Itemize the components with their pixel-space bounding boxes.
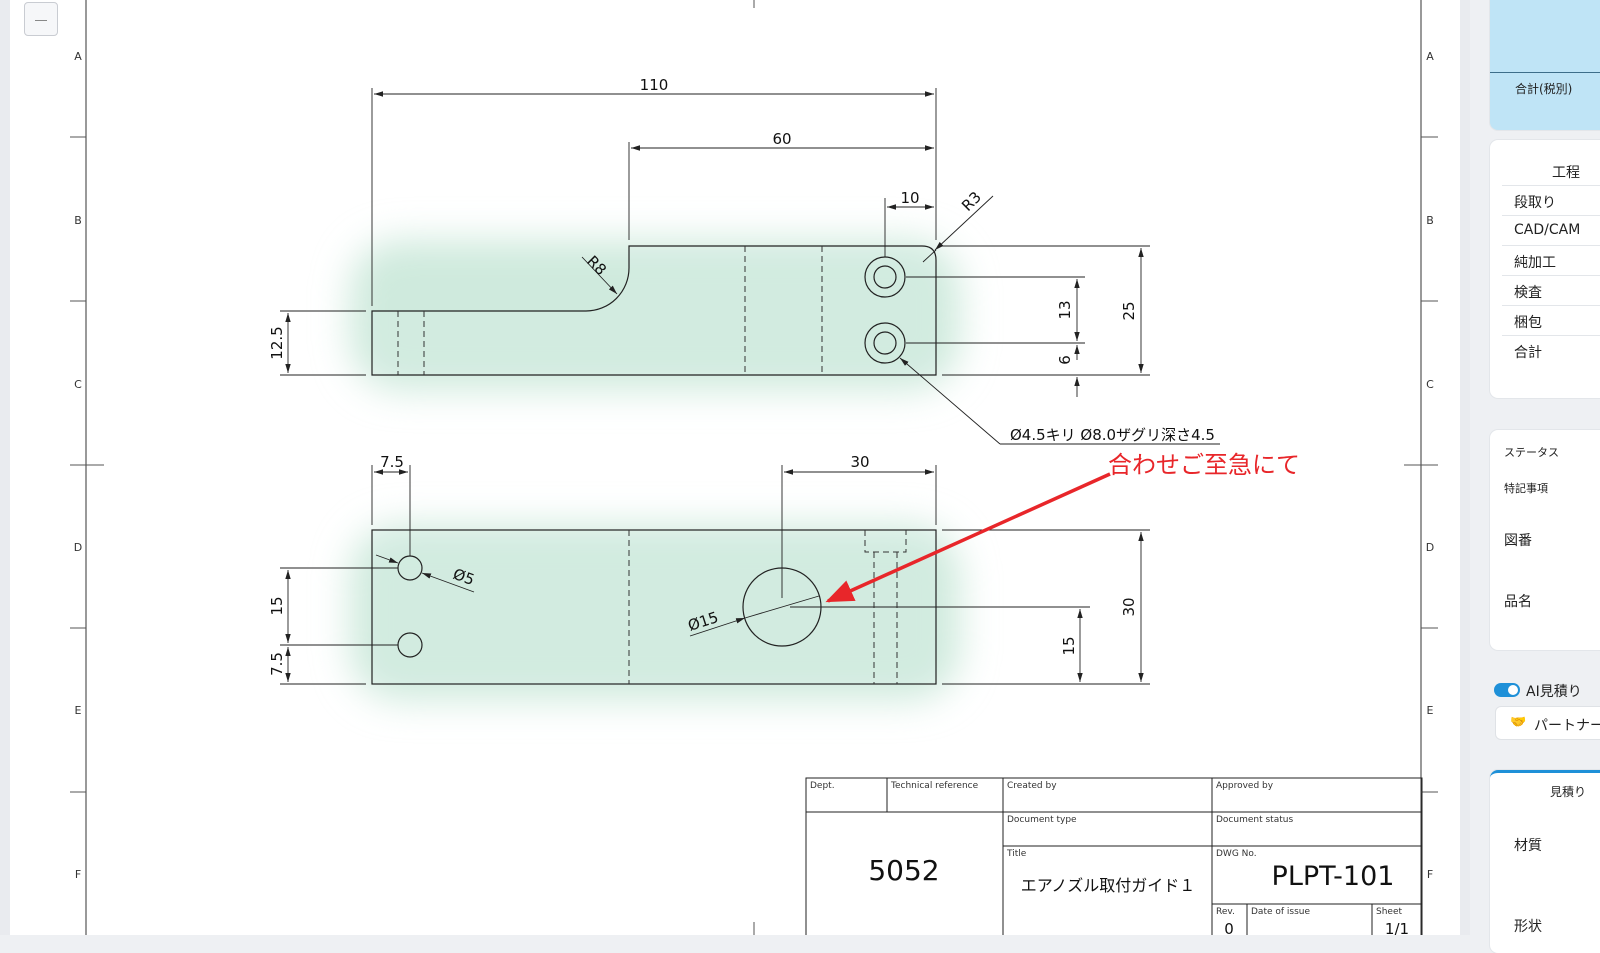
zone-label-left: A [74,50,82,63]
dim-30-right: 30 [1120,597,1138,616]
zoom-out-button[interactable] [24,2,58,36]
process-item: 検査 [1514,285,1542,301]
dim-110: 110 [640,76,669,94]
partner-button[interactable]: 🤝 パートナー [1495,706,1600,740]
process-item: 純加工 [1514,255,1556,271]
ai-estimate-toggle[interactable] [1494,683,1520,697]
tb-rev-value: 0 [1224,920,1234,935]
tb-doctype-label: Document type [1007,815,1077,825]
top-view-part [371,245,937,376]
tb-created-label: Created by [1007,781,1057,791]
part-name-label: 品名 [1504,594,1532,610]
info-panel: ステータス 特記事項 図番 品名 [1490,430,1600,650]
dim-10: 10 [900,189,919,207]
zone-ticks [70,0,1438,935]
highlight-top-view [350,240,960,390]
technical-drawing: A B C D E F A B C D E F [70,0,1438,935]
zone-label-left: B [74,214,82,227]
ai-estimate-label: AI見積り [1526,684,1582,700]
dim-25: 25 [1120,301,1138,320]
drawing-viewer[interactable]: A B C D E F A B C D E F [0,0,1470,935]
tb-issue-label: Date of issue [1251,907,1310,917]
dim-7-5-left: 7.5 [268,652,286,676]
process-header: 工程 [1552,165,1580,181]
tb-dwgno-value: PLPT-101 [1272,861,1395,892]
total-panel: 合計(税別) [1490,0,1600,130]
dim-15-left: 15 [268,596,286,615]
drawing-sheet [10,0,1460,935]
zone-label-right: D [1426,541,1434,554]
drawing-no-label: 図番 [1504,533,1532,549]
hidden-lines-front [628,530,907,684]
tb-approved-label: Approved by [1216,781,1274,791]
status-label: ステータス [1504,446,1559,459]
zone-label-left: F [75,868,81,881]
tb-dwgno-label: DWG No. [1216,849,1257,859]
tb-title-value: エアノズル取付ガイド１ [1021,876,1196,895]
tb-rev-label: Rev. [1216,907,1235,917]
zone-label-left: C [74,378,82,391]
zone-label-right: A [1426,50,1434,63]
process-item: 梱包 [1514,315,1542,331]
tb-sheet-value: 1/1 [1385,920,1409,935]
annotation-arrow[interactable] [825,472,1111,603]
tb-techref-label: Technical reference [890,781,979,791]
dim-15-right: 15 [1060,636,1078,655]
zone-label-left: D [74,541,82,554]
shape-label: 形状 [1514,919,1542,935]
zone-label-right: B [1426,214,1434,227]
total-label: 合計(税別) [1515,82,1573,96]
dim-30-top: 30 [850,453,869,471]
minus-icon [35,20,47,21]
handshake-icon: 🤝 [1510,715,1527,730]
tb-title-label: Title [1006,849,1027,859]
hidden-lines-top [397,246,823,375]
zone-label-left: E [75,704,82,717]
process-item: 段取り [1514,195,1556,211]
dim-13: 13 [1056,300,1074,319]
tb-dept-label: Dept. [810,781,835,791]
zone-label-right: F [1427,868,1433,881]
notes-label: 特記事項 [1504,482,1548,495]
estimate-tab[interactable]: 見積り [1550,785,1587,799]
highlight-front-view [350,525,960,700]
dim-r3: R3 [958,188,985,215]
process-panel: 工程 段取り CAD/CAM 純加工 検査 梱包 合計 [1490,140,1600,398]
partner-button-label: パートナー [1534,718,1600,734]
title-block [805,777,1423,935]
zone-label-right: E [1427,704,1434,717]
dim-7-5-top: 7.5 [380,453,404,471]
annotation-text[interactable]: 合わせご至急にて [1108,451,1300,479]
estimate-panel: 見積り 材質 形状 [1490,770,1600,953]
tb-number: 5052 [868,854,939,887]
dim-6: 6 [1056,355,1074,365]
dim-60: 60 [772,130,791,148]
hole-callout: Ø4.5キリ Ø8.0ザグリ深さ4.5 [1010,426,1215,444]
dim-12-5: 12.5 [268,326,286,359]
zone-label-right: C [1426,378,1434,391]
tb-sheet-label: Sheet [1376,907,1402,917]
top-view-dimensions [280,88,1220,445]
front-view-dimensions [280,465,1150,685]
material-label: 材質 [1514,838,1542,854]
process-item: 合計 [1514,345,1542,361]
process-item: CAD/CAM [1514,222,1581,238]
tb-docstatus-label: Document status [1216,815,1293,825]
